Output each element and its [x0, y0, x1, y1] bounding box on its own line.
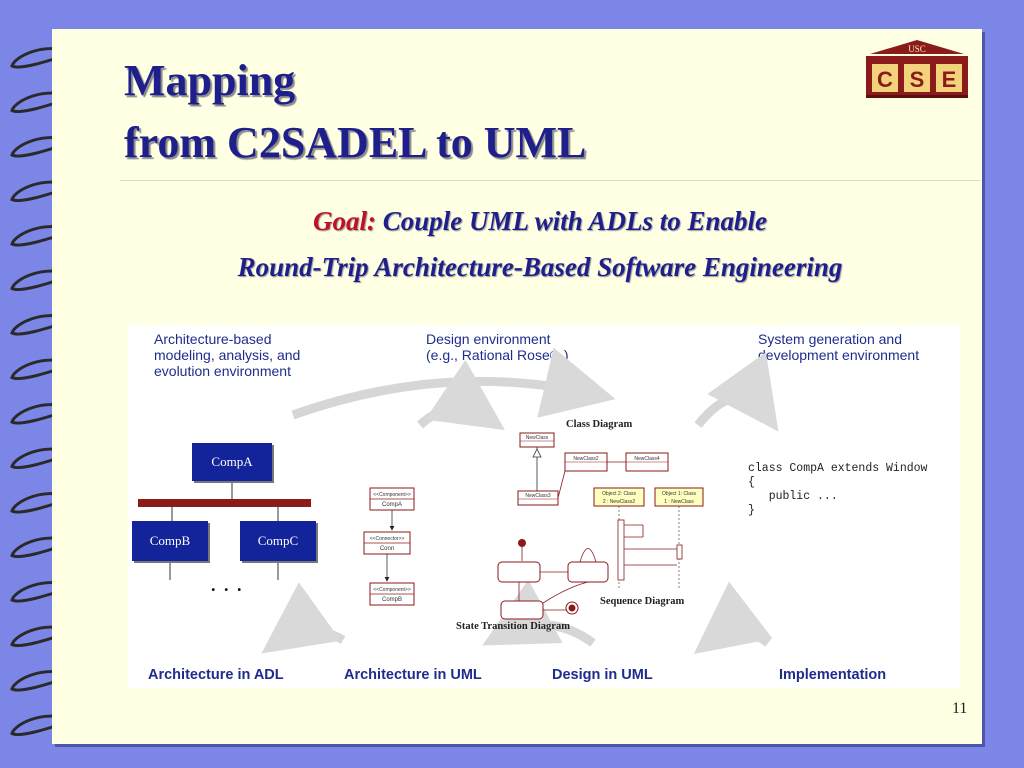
uml-connector-box: <<Connector>> Conn — [363, 531, 411, 555]
spiral-binding-ring-icon — [10, 625, 71, 647]
spiral-binding-ring-icon — [10, 225, 71, 247]
stage-architecture-in-adl: Architecture in ADL — [148, 667, 284, 683]
title-divider — [120, 180, 980, 181]
env-middle-line: Design environment — [426, 331, 551, 347]
spiral-binding-ring-icon — [10, 714, 71, 736]
logo-letter-s: S — [910, 67, 925, 92]
spiral-binding-ring-icon — [10, 269, 71, 291]
title-line-1: Mapping — [124, 56, 296, 105]
adl-component-compa: CompA — [192, 443, 272, 481]
object-label: Object 1: Class — [662, 491, 696, 497]
uml-component-box-1: <<Component>> CompA — [369, 487, 415, 511]
object-label: 1 : NewClass — [664, 499, 694, 505]
box1-name: CompA — [382, 502, 402, 508]
box2-stereotype: <<Connector>> — [370, 536, 405, 542]
class-diagram: NewClass NewClass2 NewClass4 NewClass3 — [517, 432, 669, 506]
spiral-binding-ring-icon — [10, 358, 71, 380]
adl-component-compb: CompB — [132, 521, 208, 561]
implementation-code: class CompA extends Window { public ... … — [748, 462, 927, 518]
page-title: Mapping from C2SADEL to UML — [124, 50, 586, 174]
logo-letter-c: C — [877, 67, 893, 92]
spiral-binding-ring-icon — [10, 136, 71, 158]
object-label: 2 : NewClass2 — [603, 499, 635, 505]
curved-arrow-icon — [694, 352, 779, 432]
env-right-caption: System generation and development enviro… — [758, 331, 919, 363]
stage-architecture-in-uml: Architecture in UML — [344, 667, 482, 683]
goal-label: Goal: — [312, 206, 376, 236]
env-left-line: modeling, analysis, and — [154, 347, 301, 363]
goal-text-1: Couple UML with ADLs to Enable — [375, 206, 768, 236]
state-transition-diagram-label: State Transition Diagram — [456, 621, 570, 632]
round-trip-figure: Architecture-based modeling, analysis, a… — [128, 325, 960, 688]
spiral-binding-ring-icon — [10, 581, 71, 603]
spiral-binding-ring-icon — [10, 47, 71, 69]
class-name: NewClass — [526, 435, 549, 441]
env-middle-line: (e.g., Rational Rose® ) — [426, 347, 569, 363]
env-middle-caption: Design environment (e.g., Rational Rose®… — [426, 331, 569, 363]
env-left-caption: Architecture-based modeling, analysis, a… — [154, 331, 300, 379]
page-number: 11 — [952, 700, 968, 717]
class-name: NewClass4 — [634, 456, 660, 462]
goal-line-1: Goal: Couple UML with ADLs to Enable — [100, 198, 980, 244]
box2-name: Conn — [380, 546, 394, 552]
object-label: Object 2: Class — [602, 491, 636, 497]
sequence-diagram: Object 2: Class 2 : NewClass2 Object 1: … — [593, 487, 704, 590]
box1-stereotype: <<Component>> — [373, 492, 411, 498]
spiral-binding-ring-icon — [10, 492, 71, 514]
curved-arrow-icon — [416, 359, 505, 431]
spiral-binding-ring-icon — [10, 314, 71, 336]
env-left-line: Architecture-based — [154, 331, 272, 347]
env-right-line: development environment — [758, 347, 920, 363]
class-name: NewClass3 — [525, 493, 551, 499]
box3-name: CompB — [382, 597, 402, 603]
uml-component-box-2: <<Component>> CompB — [369, 582, 415, 606]
logo-letter-e: E — [942, 67, 957, 92]
spiral-binding-ring-icon — [10, 91, 71, 113]
title-line-2: from C2SADEL to UML — [124, 118, 587, 167]
adl-component-compc: CompC — [240, 521, 316, 561]
curved-arrow-icon — [482, 579, 596, 647]
class-name: NewClass2 — [573, 456, 599, 462]
curved-arrow-icon — [261, 582, 346, 654]
spiral-binding-ring-icon — [10, 180, 71, 202]
stage-implementation: Implementation — [779, 667, 887, 683]
goal-line-2: Round-Trip Architecture-Based Software E… — [237, 252, 843, 282]
env-right-line: System generation and — [758, 331, 902, 347]
usc-cse-logo-icon: USC C S E — [866, 40, 968, 98]
adl-ellipsis: . . . — [211, 575, 244, 595]
figure-drawing: <<Component>> CompA <<Connector>> Conn <… — [138, 347, 779, 654]
box3-stereotype: <<Component>> — [373, 587, 411, 593]
code-line: { — [748, 476, 755, 489]
goal-statement: Goal: Couple UML with ADLs to Enable Rou… — [100, 198, 980, 290]
spiral-binding-ring-icon — [10, 536, 71, 558]
code-line: class CompA extends Window — [748, 462, 928, 475]
spiral-binding-ring-icon — [10, 670, 71, 692]
curved-arrow-icon — [693, 581, 773, 654]
code-line: } — [748, 504, 755, 517]
adl-bus — [138, 499, 311, 507]
spiral-binding-ring-icon — [10, 403, 71, 425]
stage-design-in-uml: Design in UML — [552, 667, 653, 683]
env-left-line: evolution environment — [154, 363, 291, 379]
class-diagram-label: Class Diagram — [566, 419, 633, 430]
spiral-binding-ring-icon — [10, 447, 71, 469]
code-line: public ... — [748, 490, 838, 503]
sequence-diagram-label: Sequence Diagram — [600, 596, 685, 607]
state-transition-diagram — [497, 539, 609, 620]
logo-top-text: USC — [908, 44, 926, 54]
